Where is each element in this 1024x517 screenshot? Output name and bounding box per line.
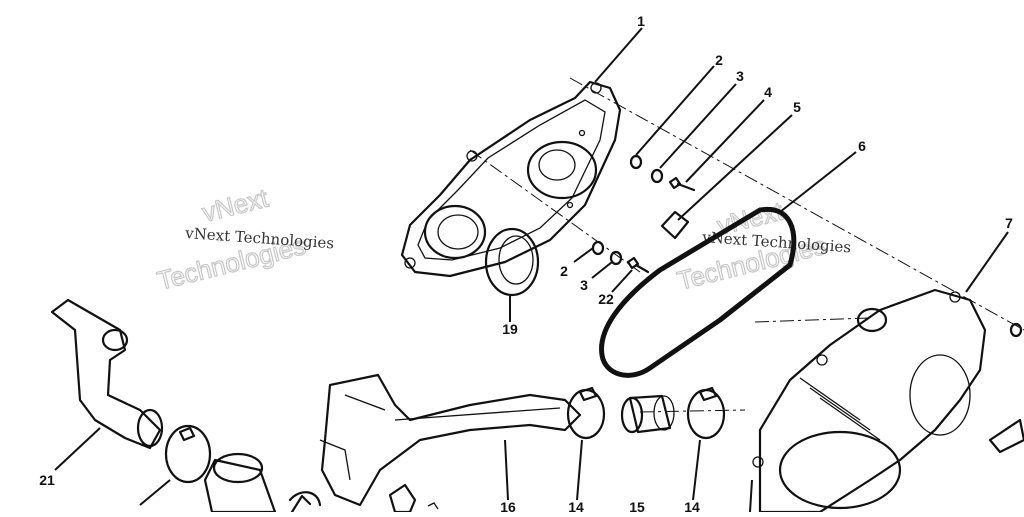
hose-clamp-14a <box>566 386 606 440</box>
hose-clamp-14b <box>686 386 726 440</box>
sleeve-15 <box>620 394 675 434</box>
bolt-22 <box>626 256 650 274</box>
leader-2 <box>635 65 715 156</box>
leader-2b <box>573 247 594 263</box>
assembly-centerline-lower <box>469 149 641 273</box>
assembly-centerline-duct <box>639 409 746 413</box>
leader-1 <box>594 27 643 83</box>
leader-3 <box>659 83 737 169</box>
callout-5: 5 <box>793 99 801 115</box>
callout-19: 19 <box>502 321 518 337</box>
leader-6 <box>779 151 857 213</box>
leader-14b <box>692 439 701 501</box>
leader-5 <box>677 114 793 221</box>
callout-2-lower: 2 <box>560 263 568 279</box>
washer-3b <box>609 250 623 266</box>
assembly-centerline-cover <box>754 317 871 323</box>
callout-2: 2 <box>715 52 723 68</box>
hose-clamp-left <box>164 424 212 484</box>
callout-6: 6 <box>858 138 866 154</box>
assembly-centerline-upper <box>569 77 1024 331</box>
leader-14a <box>576 439 583 501</box>
callout-21: 21 <box>39 472 55 488</box>
upper-fastener-set <box>629 154 696 240</box>
leader-clamp-left <box>139 479 171 506</box>
callout-4: 4 <box>764 84 772 100</box>
hose-clamp-bottom <box>288 491 322 514</box>
watermark-big-line1: vNext <box>199 182 271 227</box>
callout-14-right: 14 <box>684 499 700 512</box>
hose-left <box>203 452 277 514</box>
leader-3b <box>591 261 613 279</box>
air-duct-16 <box>319 373 582 514</box>
outer-clutch-cover-7 <box>752 288 1024 514</box>
leader-16 <box>504 439 509 501</box>
washer-3 <box>650 168 664 184</box>
washer-2 <box>629 154 643 170</box>
callout-16: 16 <box>500 499 516 512</box>
leader-7-lower <box>749 479 753 513</box>
seal-19 <box>484 227 540 297</box>
inner-cover-plate <box>400 80 622 278</box>
leader-22 <box>611 269 633 293</box>
leader-7 <box>965 231 1009 293</box>
inlet-pipe-21 <box>50 298 164 450</box>
leader-21 <box>54 427 101 471</box>
callout-15: 15 <box>629 499 645 512</box>
washer-2b <box>591 240 605 256</box>
callout-22: 22 <box>598 291 614 307</box>
callout-3-lower: 3 <box>580 277 588 293</box>
callout-14-left: 14 <box>568 499 584 512</box>
lower-fastener-set <box>591 240 650 274</box>
callout-3: 3 <box>736 68 744 84</box>
drive-belt-6 <box>599 206 797 378</box>
callout-1: 1 <box>637 13 645 29</box>
spacer-5 <box>660 210 690 240</box>
callout-7: 7 <box>1005 215 1013 231</box>
leader-4 <box>685 99 765 183</box>
watermark-left: vNext Technologies vNext Technologies <box>154 182 335 297</box>
bolt-4 <box>668 176 696 192</box>
